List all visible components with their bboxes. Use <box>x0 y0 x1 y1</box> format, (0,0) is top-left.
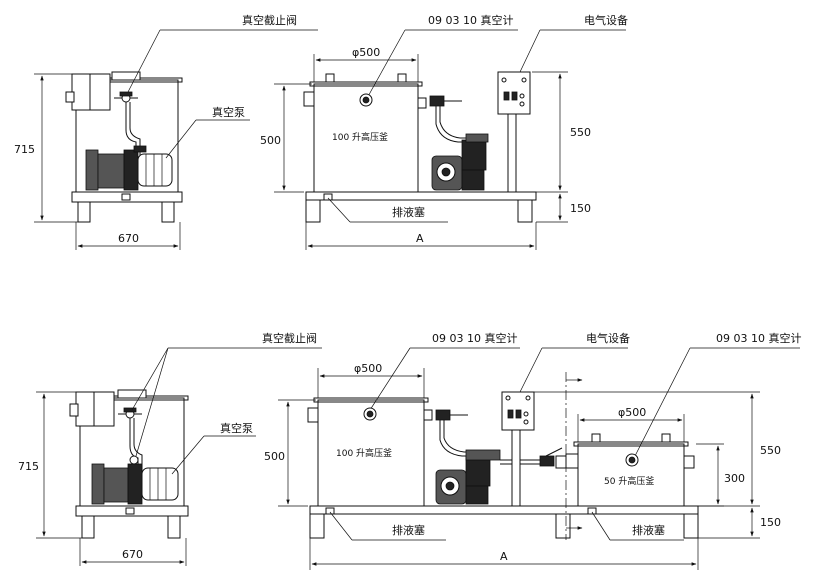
bottom-side-dims: 715 670 <box>18 391 187 566</box>
top-front-view: 100 升高压釜 <box>303 71 537 223</box>
bottom-labels: 真空截止阀 真空泵 09 03 10 真空计 电气设备 09 03 10 真空计 <box>131 331 801 475</box>
electric-box-bottom <box>501 391 535 507</box>
dim-670-bottom: 670 <box>122 548 143 561</box>
dim-300-bottom: 300 <box>724 472 745 485</box>
label-drain-bottom-2: 排液塞 <box>632 523 665 537</box>
dim-670-top: 670 <box>118 232 139 245</box>
label-electric-top: 电气设备 <box>584 13 628 27</box>
label-gauge-bottom-2: 09 03 10 真空计 <box>716 331 801 345</box>
top-labels: 真空截止阀 真空泵 09 03 10 真空计 电气设备 <box>127 13 628 159</box>
dim-550-bottom: 550 <box>760 444 781 457</box>
dim-phi500-top: φ500 <box>352 46 380 59</box>
label-pump-top: 真空泵 <box>212 105 245 119</box>
dim-715-bottom: 715 <box>18 460 39 473</box>
dim-phi500-bottom-2: φ500 <box>618 406 646 419</box>
label-electric-bottom: 电气设备 <box>586 331 630 345</box>
dim-550-top: 550 <box>570 126 591 139</box>
electric-box-top <box>497 71 531 193</box>
dim-150-top: 150 <box>570 202 591 215</box>
top-front-dims: φ500 500 550 150 A 排液塞 <box>260 46 591 250</box>
label-valve-bottom: 真空截止阀 <box>262 331 317 345</box>
label-drain-bottom-1: 排液塞 <box>392 523 425 537</box>
side-pump-bottom <box>91 463 179 505</box>
dim-150-bottom: 150 <box>760 516 781 529</box>
dim-phi500-bottom-1: φ500 <box>354 362 382 375</box>
kettle-50-bottom <box>577 443 685 507</box>
dim-500-bottom: 500 <box>264 450 285 463</box>
bottom-side-view <box>69 389 189 539</box>
dim-500-top: 500 <box>260 134 281 147</box>
label-kettle100-top: 100 升高压釜 <box>332 131 388 143</box>
bottom-front-view: 100 升高压釜 <box>307 372 699 540</box>
label-kettle50-bottom: 50 升高压釜 <box>604 475 654 487</box>
dim-a-top: A <box>416 232 424 245</box>
label-kettle100-bottom: 100 升高压釜 <box>336 447 392 459</box>
label-gauge-bottom-1: 09 03 10 真空计 <box>432 331 517 345</box>
bottom-front-dims: φ500 φ500 500 300 550 150 A 排液塞 排液塞 <box>264 362 781 570</box>
label-pump-bottom: 真空泵 <box>220 421 253 435</box>
label-drain-top: 排液塞 <box>392 205 425 219</box>
side-pump <box>85 145 173 191</box>
side-valve-bottom <box>118 407 143 470</box>
dim-715-top: 715 <box>14 143 35 156</box>
side-valve <box>114 91 141 165</box>
top-side-dims: 715 670 <box>14 73 181 250</box>
dim-a-bottom: A <box>500 550 508 563</box>
label-gauge-top: 09 03 10 真空计 <box>428 13 513 27</box>
label-valve-top: 真空截止阀 <box>242 13 297 27</box>
top-side-view <box>65 71 183 223</box>
